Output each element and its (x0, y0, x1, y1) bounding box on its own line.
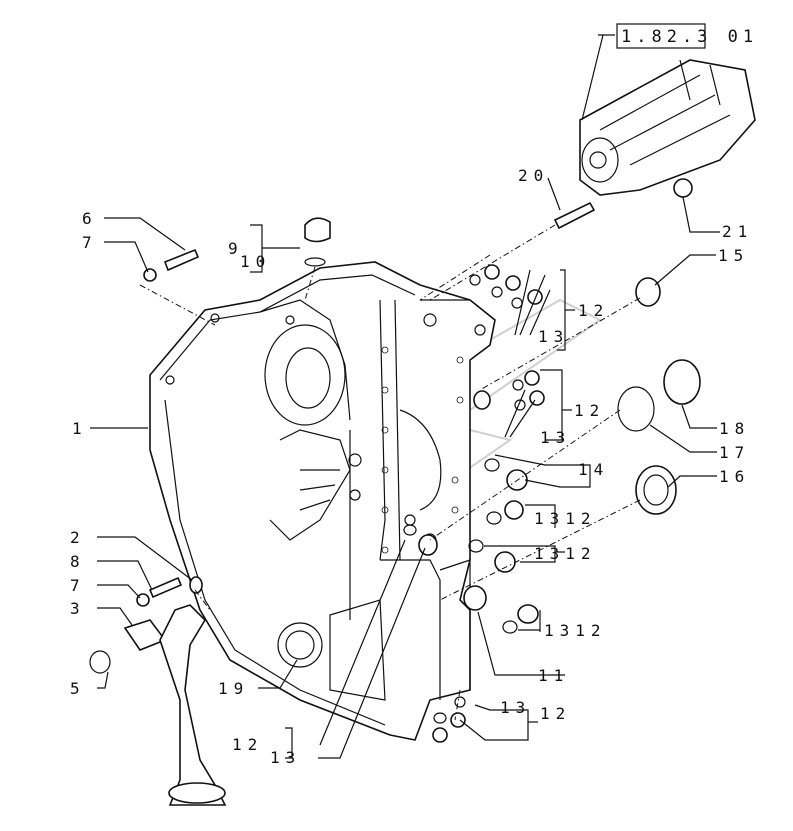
callout-7-bottom: 7 (70, 576, 86, 595)
seal-15 (635, 277, 661, 307)
leader-lines (90, 34, 720, 759)
plug-9 (304, 217, 331, 243)
callout-13-c: 13 (500, 698, 531, 717)
callout-13-b: 13 (540, 428, 571, 447)
bushing-11 (463, 585, 487, 611)
callout-13-a: 13 (538, 327, 569, 346)
callout-7-top: 7 (82, 233, 98, 252)
hydraulic-pump (579, 59, 756, 196)
suction-pipe (159, 604, 227, 806)
callout-labels: 20 21 6 7 9 10 15 12 13 1 12 13 18 17 16… (70, 166, 753, 767)
callout-12-c: 12 (540, 704, 571, 723)
reference-label: 1.82.3 01 (621, 27, 758, 47)
reference-frame (616, 23, 706, 49)
callout-1: 1 (72, 419, 88, 438)
seal-17 (617, 386, 655, 432)
bolt-8 (148, 576, 183, 599)
callout-21: 21 (722, 222, 753, 241)
reference-box: 1.82.3 01 (616, 23, 758, 49)
pin-20 (553, 201, 596, 230)
callout-13-d: 13 (270, 748, 301, 767)
assembly-lines (139, 224, 641, 721)
callout-11: 11 (538, 666, 569, 685)
callout-12-a: 12 (578, 301, 609, 320)
ring-10 (304, 257, 326, 267)
cover-18 (663, 359, 701, 405)
callout-13-12-a: 1312 (534, 509, 597, 528)
callout-16: 16 (719, 467, 750, 486)
bearing-16 (635, 465, 677, 515)
callout-13-12-c: 1312 (544, 621, 607, 640)
callout-15: 15 (718, 246, 749, 265)
callout-17: 17 (719, 443, 750, 462)
washer-7-top (143, 268, 157, 282)
callout-3: 3 (70, 599, 86, 618)
callout-5: 5 (70, 679, 86, 698)
callout-18: 18 (719, 419, 750, 438)
transmission-housing (149, 261, 496, 741)
callout-20: 20 (518, 166, 549, 185)
callout-2: 2 (70, 528, 86, 547)
bolt-6 (163, 248, 200, 272)
plug-21 (673, 178, 693, 198)
callout-19: 19 (218, 679, 249, 698)
ring-5 (89, 650, 111, 674)
callout-9: 9 (228, 239, 244, 258)
washer-7-bottom (136, 593, 150, 607)
callout-12-d: 12 (232, 735, 263, 754)
callout-12-b: 12 (574, 401, 605, 420)
callout-13-12-b: 1312 (534, 544, 597, 563)
pin-2 (189, 576, 203, 594)
callout-10: 10 (240, 252, 271, 271)
callout-6: 6 (82, 209, 98, 228)
callout-14: 14 (578, 460, 609, 479)
callout-8: 8 (70, 552, 86, 571)
small-parts (89, 178, 701, 806)
